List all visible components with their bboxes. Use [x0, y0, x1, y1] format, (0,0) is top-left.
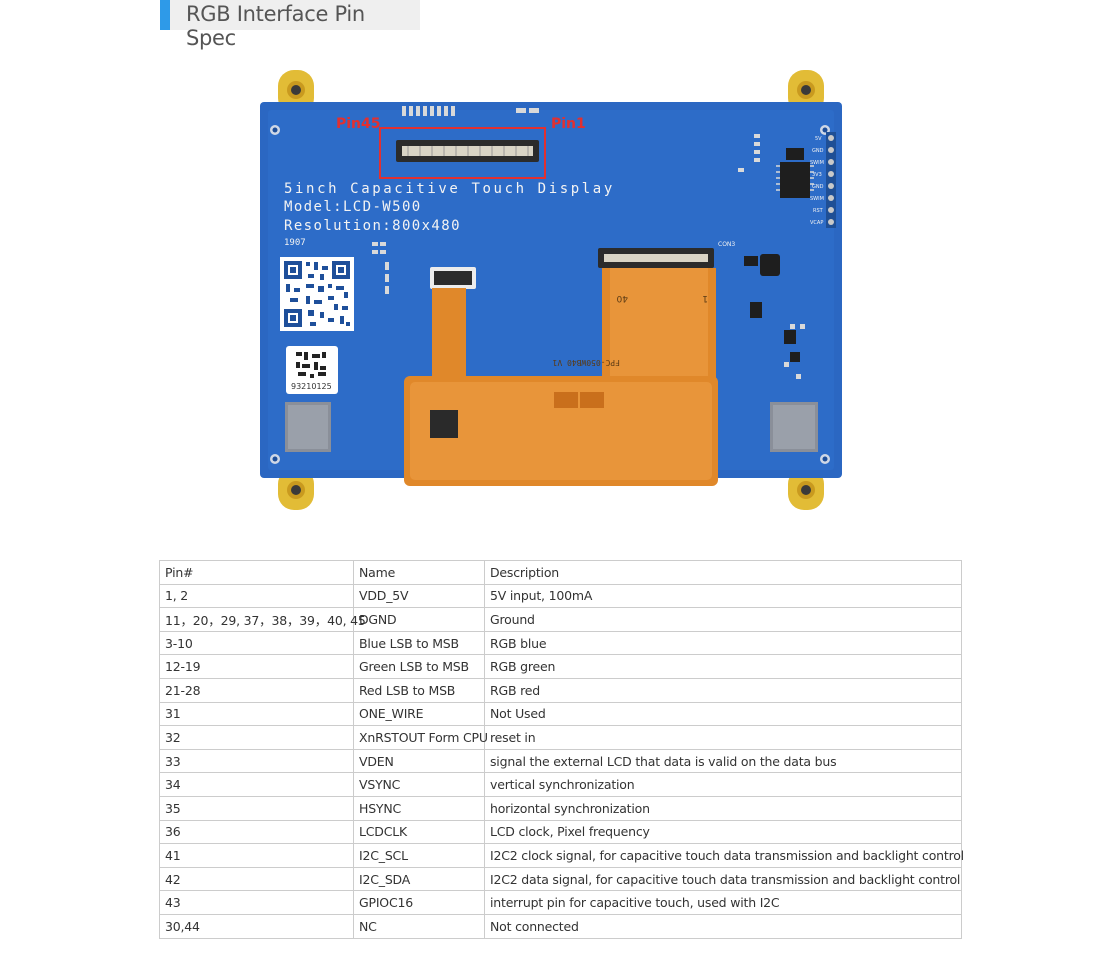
table-row: 35 HSYNC horizontal synchronization: [159, 795, 962, 821]
cell-name: ONE_WIRE: [353, 701, 485, 727]
cell-pin: 36: [159, 819, 354, 845]
cell-description: signal the external LCD that data is val…: [484, 748, 962, 774]
table-row: 31 ONE_WIRE Not Used: [159, 701, 962, 727]
silkscreen: 5inch Capacitive Touch Display Model:LCD…: [284, 181, 615, 248]
cell-description: 5V input, 100mA: [484, 583, 962, 609]
cell-description: RGB red: [484, 677, 962, 703]
mounting-holes: [270, 81, 830, 499]
cell-pin: 33: [159, 748, 354, 774]
cell-name: VDEN: [353, 748, 485, 774]
table-row: 12-19 Green LSB to MSB RGB green: [159, 654, 962, 679]
cell-description: Not Used: [484, 701, 962, 727]
table-row: 43 GPIOC16 interrupt pin for capacitive …: [159, 890, 962, 915]
cell-pin: 32: [159, 725, 354, 750]
side-pin-labels: 5V GND SWIM 3V3 GND SWIM RST VCAP: [810, 136, 824, 226]
cell-pin: 11，20，29, 37，38，39，40, 45: [159, 607, 366, 632]
silk-line-1: 5inch Capacitive Touch Display: [284, 181, 615, 197]
ic-chip: [780, 162, 810, 198]
pin1-label: Pin1: [551, 116, 586, 132]
side-label-gnd-1: GND: [812, 148, 824, 154]
cell-pin: 12-19: [159, 654, 354, 679]
smd-components: [372, 106, 805, 379]
cell-pin: 41: [159, 843, 354, 868]
cell-name: HSYNC: [353, 795, 485, 821]
header-description: Description: [484, 560, 962, 585]
table-row: 30,44 NC Not connected: [159, 913, 962, 939]
cell-description: RGB blue: [484, 630, 962, 656]
fpc-pin-40: 40: [616, 293, 628, 303]
side-label-gnd-2: GND: [812, 184, 824, 190]
cell-description: Ground: [484, 607, 962, 632]
cell-pin: 30,44: [159, 913, 354, 939]
cell-pin: 43: [159, 890, 354, 915]
section-title: RGB Interface Pin Spec: [160, 0, 420, 50]
pin45-pin1-highlight: [379, 127, 546, 179]
table-row: 1, 2 VDD_5V 5V input, 100mA: [159, 583, 962, 609]
cell-name: I2C_SDA: [353, 866, 485, 892]
silk-line-3: Resolution:800x480: [284, 218, 461, 234]
table-row: 33 VDEN signal the external LCD that dat…: [159, 748, 962, 774]
cell-name: I2C_SCL: [353, 843, 485, 868]
serial-number: 93210125: [291, 382, 332, 391]
side-label-rst: RST: [813, 208, 824, 214]
flex-cable: FPC-050WB40 V1 40 1: [404, 268, 718, 486]
date-code: 1907: [284, 238, 306, 248]
table-row: 3-10 Blue LSB to MSB RGB blue: [159, 630, 962, 656]
cell-name: Blue LSB to MSB: [353, 630, 485, 656]
cell-description: LCD clock, Pixel frequency: [484, 819, 962, 845]
table-row: 32 XnRSTOUT Form CPU reset in: [159, 725, 962, 750]
side-header: [826, 132, 836, 228]
table-row: 41 I2C_SCL I2C2 clock signal, for capaci…: [159, 843, 964, 868]
qr-code: [280, 257, 354, 331]
table-row: 42 I2C_SDA I2C2 data signal, for capacit…: [159, 866, 962, 892]
cell-name: Green LSB to MSB: [353, 654, 485, 679]
cell-pin: 34: [159, 772, 354, 797]
cell-name: XnRSTOUT Form CPU: [353, 725, 488, 750]
cell-description: I2C2 clock signal, for capacitive touch …: [484, 843, 964, 868]
cell-description: interrupt pin for capacitive touch, used…: [484, 890, 962, 915]
header-pin: Pin#: [159, 560, 354, 585]
cell-pin: 35: [159, 795, 354, 821]
cell-description: Not connected: [484, 913, 962, 939]
table-header-row: Pin# Name Description: [159, 560, 962, 585]
section-title-text: RGB Interface Pin Spec: [186, 2, 365, 50]
right-components: [744, 254, 800, 362]
side-label-swim-2: SWIM: [810, 196, 824, 202]
fpc-pin-1: 1: [702, 293, 708, 303]
cell-description: vertical synchronization: [484, 772, 962, 797]
cell-description: horizontal synchronization: [484, 795, 962, 821]
silk-line-2: Model:LCD-W500: [284, 199, 422, 215]
cell-name: VDD_5V: [353, 583, 485, 609]
serial-sticker: 93210125: [286, 346, 338, 394]
cell-pin: 21-28: [159, 677, 354, 703]
pin45-label: Pin45: [336, 116, 381, 132]
side-label-5v: 5V: [815, 136, 822, 142]
cell-name: NC: [353, 913, 485, 939]
table-row: 34 VSYNC vertical synchronization: [159, 772, 962, 797]
side-label-vcap: VCAP: [810, 220, 823, 226]
side-label-3v3: 3V3: [812, 172, 822, 178]
side-label-swim-1: SWIM: [810, 160, 824, 166]
table-row: 11，20，29, 37，38，39，40, 45 DGND Ground: [159, 607, 962, 632]
lcd-board-photo: Pin45 Pin1 5inch Capacitive Touch Displa…: [260, 70, 842, 510]
cell-name: LCDCLK: [353, 819, 485, 845]
cell-pin: 3-10: [159, 630, 354, 656]
cell-name: DGND: [353, 607, 485, 632]
cell-name: Red LSB to MSB: [353, 677, 485, 703]
cell-description: I2C2 data signal, for capacitive touch d…: [484, 866, 962, 892]
cell-description: reset in: [484, 725, 962, 750]
header-name: Name: [353, 560, 485, 585]
cell-name: GPIOC16: [353, 890, 485, 915]
cell-name: VSYNC: [353, 772, 485, 797]
cell-pin: 42: [159, 866, 354, 892]
pin-spec-table: Pin# Name Description 1, 2 VDD_5V 5V inp…: [159, 560, 964, 939]
table-row: 21-28 Red LSB to MSB RGB red: [159, 677, 962, 703]
table-row: 36 LCDCLK LCD clock, Pixel frequency: [159, 819, 962, 845]
cell-description: RGB green: [484, 654, 962, 679]
con3-label: CON3: [718, 241, 735, 248]
cell-pin: 1, 2: [159, 583, 354, 609]
fpc-text: FPC-050WB40 V1: [552, 358, 620, 367]
cell-pin: 31: [159, 701, 354, 727]
